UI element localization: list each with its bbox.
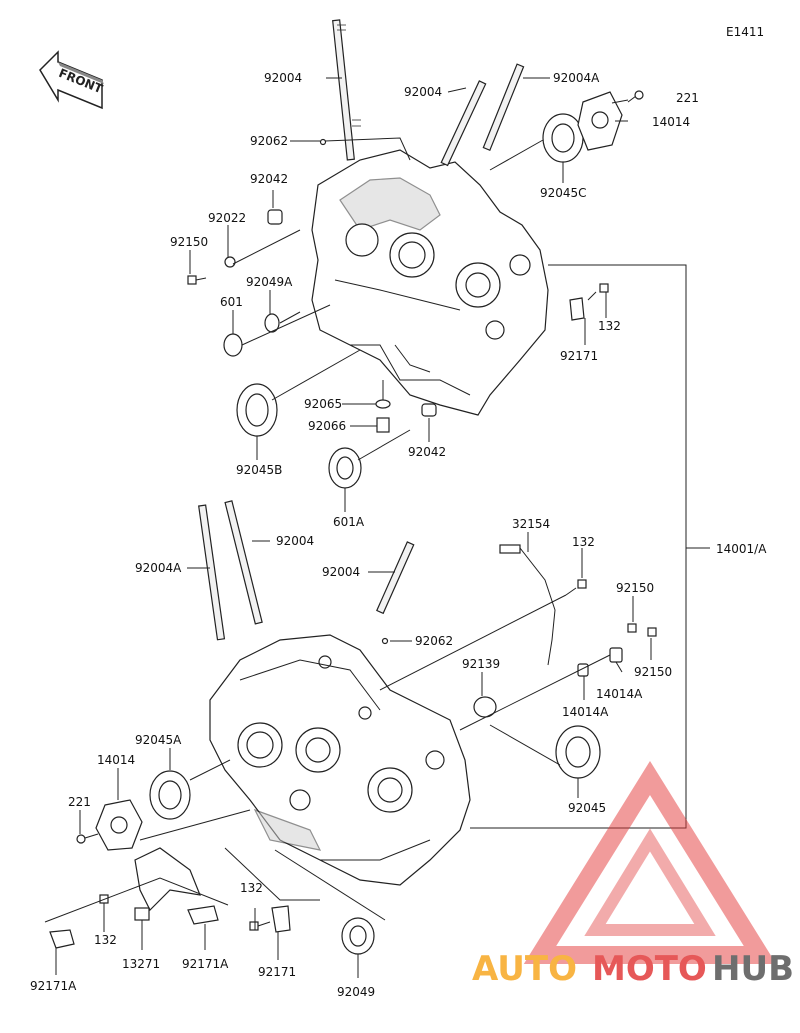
- watermark-text-auto: AUTO: [472, 949, 577, 989]
- label-14014A-1: 14014A: [596, 687, 643, 701]
- label-92139: 92139: [462, 657, 500, 671]
- stud-92004-bot: [224, 500, 263, 625]
- stud-92004A-top: [482, 63, 525, 152]
- stud-92004A-bot: [198, 504, 226, 641]
- label-601: 601: [220, 295, 243, 309]
- label-13271: 13271: [122, 957, 160, 971]
- bolt-132-top: [587, 283, 609, 301]
- label-92004A-bot: 92004A: [135, 561, 182, 575]
- bolt-132-bot2: [249, 921, 271, 931]
- clamp-92171-top: [569, 297, 585, 321]
- pin-92062-bot: [381, 637, 389, 645]
- label-32154: 32154: [512, 517, 550, 531]
- stud-92004-top2: [440, 80, 487, 167]
- washer-92065: [375, 399, 391, 409]
- label-92066: 92066: [308, 419, 346, 433]
- label-92045B: 92045B: [236, 463, 282, 477]
- label-92171A-1: 92171A: [30, 979, 77, 993]
- bolt-92150-r2: [647, 627, 657, 637]
- dowel-92042-mid: [421, 403, 437, 417]
- label-92004-top2: 92004: [404, 85, 442, 99]
- label-221-top: 221: [676, 91, 699, 105]
- bolt-132-mid: [565, 579, 587, 596]
- clamp-92171A-2: [187, 905, 219, 925]
- label-92042-mid: 92042: [408, 445, 446, 459]
- watermark-text-hub: HUB: [712, 949, 794, 989]
- label-92049: 92049: [337, 985, 375, 999]
- label-92045C: 92045C: [540, 186, 587, 200]
- dowel-92042-top: [267, 209, 283, 225]
- watermark-text-moto: MOTO: [592, 949, 707, 989]
- label-132-top: 132: [598, 319, 621, 333]
- screw-221-bot: [76, 833, 99, 844]
- label-92022: 92022: [208, 211, 246, 225]
- label-132-bot2: 132: [240, 881, 263, 895]
- label-92004-bot2: 92004: [322, 565, 360, 579]
- label-92150-r1: 92150: [616, 581, 654, 595]
- label-14014-top: 14014: [652, 115, 690, 129]
- label-92065: 92065: [304, 397, 342, 411]
- lower-crankcase-half: [209, 634, 471, 886]
- diagram-code: E1411: [726, 25, 764, 39]
- label-92042-top: 92042: [250, 172, 288, 186]
- label-132-bot1: 132: [94, 933, 117, 947]
- upper-crankcase-half: [311, 149, 549, 416]
- label-14001A: 14001/A: [716, 542, 767, 556]
- oil-pipe-32154: [499, 544, 556, 666]
- front-arrow-icon: FRONT: [39, 50, 105, 110]
- stud-92004-top: [332, 19, 361, 161]
- screw-221-top: [627, 90, 644, 103]
- seal-92049A: [264, 313, 280, 333]
- plug-92066: [376, 417, 390, 433]
- label-92171A-2: 92171A: [182, 957, 229, 971]
- label-92045A: 92045A: [135, 733, 182, 747]
- label-92045: 92045: [568, 801, 606, 815]
- label-92004-bot: 92004: [276, 534, 314, 548]
- leader-lines-upper: [189, 77, 710, 829]
- label-92150-r2: 92150: [634, 665, 672, 679]
- label-221-bot: 221: [68, 795, 91, 809]
- bearing-601: [223, 333, 243, 357]
- bolt-92150-left: [187, 275, 207, 285]
- label-132-mid: 132: [572, 535, 595, 549]
- label-14014A-2: 14014A: [562, 705, 609, 719]
- bolt-92150-r1: [627, 623, 637, 633]
- guide-13271: [134, 847, 201, 921]
- automotohub-watermark-logo: AUTO MOTO HUB: [472, 760, 794, 989]
- washer-92022: [224, 256, 236, 268]
- pin-92062-top: [319, 138, 327, 146]
- stud-92004-bot2: [376, 541, 415, 615]
- label-92004-top: 92004: [264, 71, 302, 85]
- label-92049A: 92049A: [246, 275, 293, 289]
- leader-lines-lower: [44, 532, 652, 978]
- label-92062-top: 92062: [250, 134, 288, 148]
- label-92062-bot: 92062: [415, 634, 453, 648]
- label-92004A-top: 92004A: [553, 71, 600, 85]
- clamp-92171-bot: [271, 905, 291, 933]
- plate-14014A-1: [609, 647, 623, 663]
- label-92150-left: 92150: [170, 235, 208, 249]
- label-92171-bot: 92171: [258, 965, 296, 979]
- clamp-92171A-1: [49, 929, 75, 949]
- label-601A: 601A: [333, 515, 365, 529]
- label-92171-top: 92171: [560, 349, 598, 363]
- label-14014-bot: 14014: [97, 753, 135, 767]
